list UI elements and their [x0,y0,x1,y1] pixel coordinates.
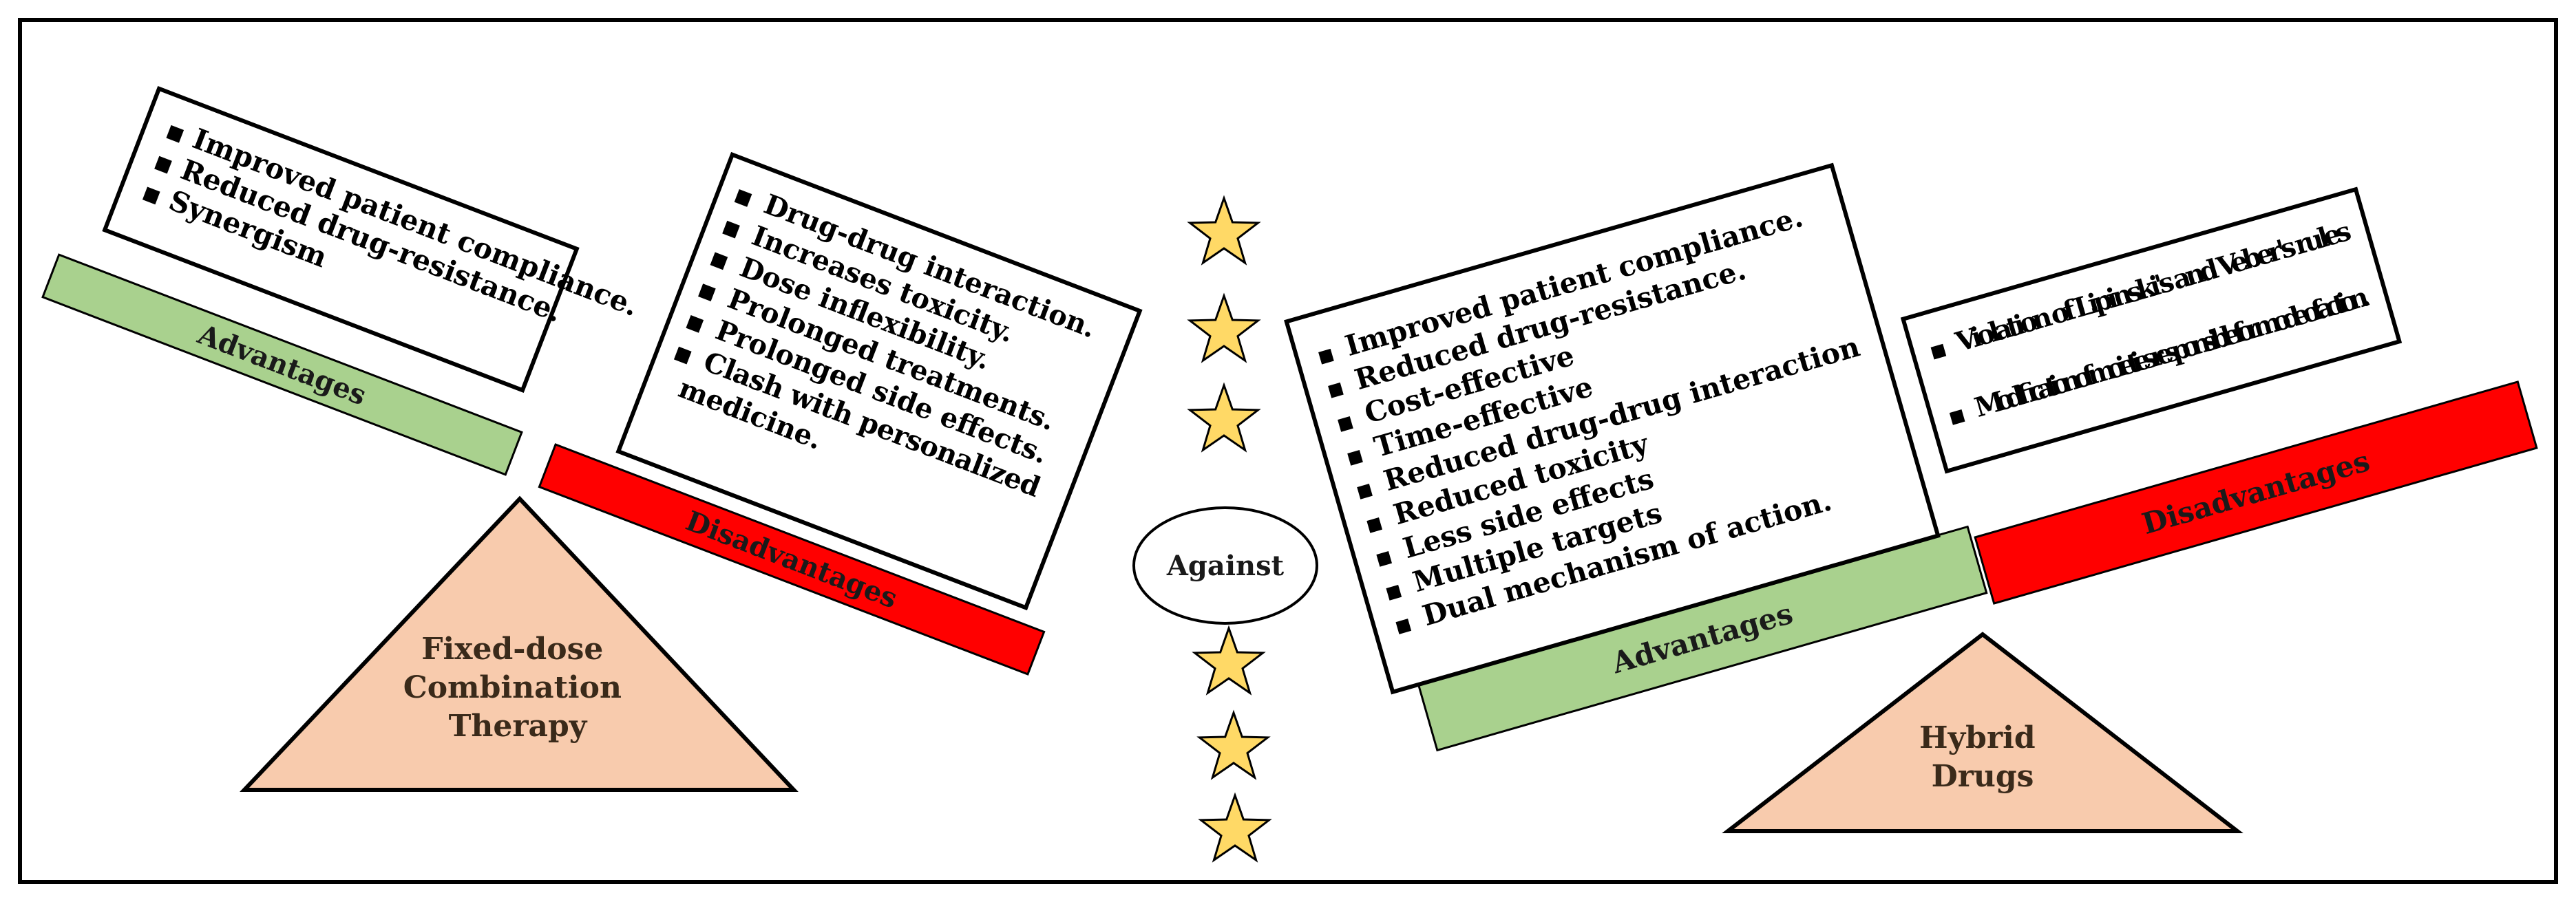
against-label: Against [1166,550,1285,582]
right-scale: Hybrid Drugs Advantages Disadvantages ■ … [1284,162,2538,833]
right-disadvantages-box: ■ Violation of Lipinski's and Veber's ru… [1900,186,2403,474]
outer-frame [18,18,2558,884]
left-advantages-box: ■ Improved patient compliance. ■ Reduced… [102,85,643,394]
star-icon [1187,195,1261,266]
against-ellipse [1132,506,1318,625]
star-icon [1196,709,1271,780]
center-divider: Against [1132,195,1318,863]
star-icon [1198,792,1272,863]
star-icon [1187,382,1261,453]
left-fulcrum [240,495,799,792]
star-icon [1192,625,1266,696]
right-advantages-box: ■ Improved patient compliance. ■ Reduced… [1284,162,1941,695]
star-column [1187,195,1272,863]
right-fulcrum-label: Hybrid Drugs [1919,720,2046,794]
left-fulcrum-label: Fixed-dose Combination Therapy [403,632,633,744]
left-scale: Fixed-dose Combination Therapy Advantage… [41,85,1143,792]
star-icon [1187,292,1261,363]
right-fulcrum [1722,632,2244,833]
